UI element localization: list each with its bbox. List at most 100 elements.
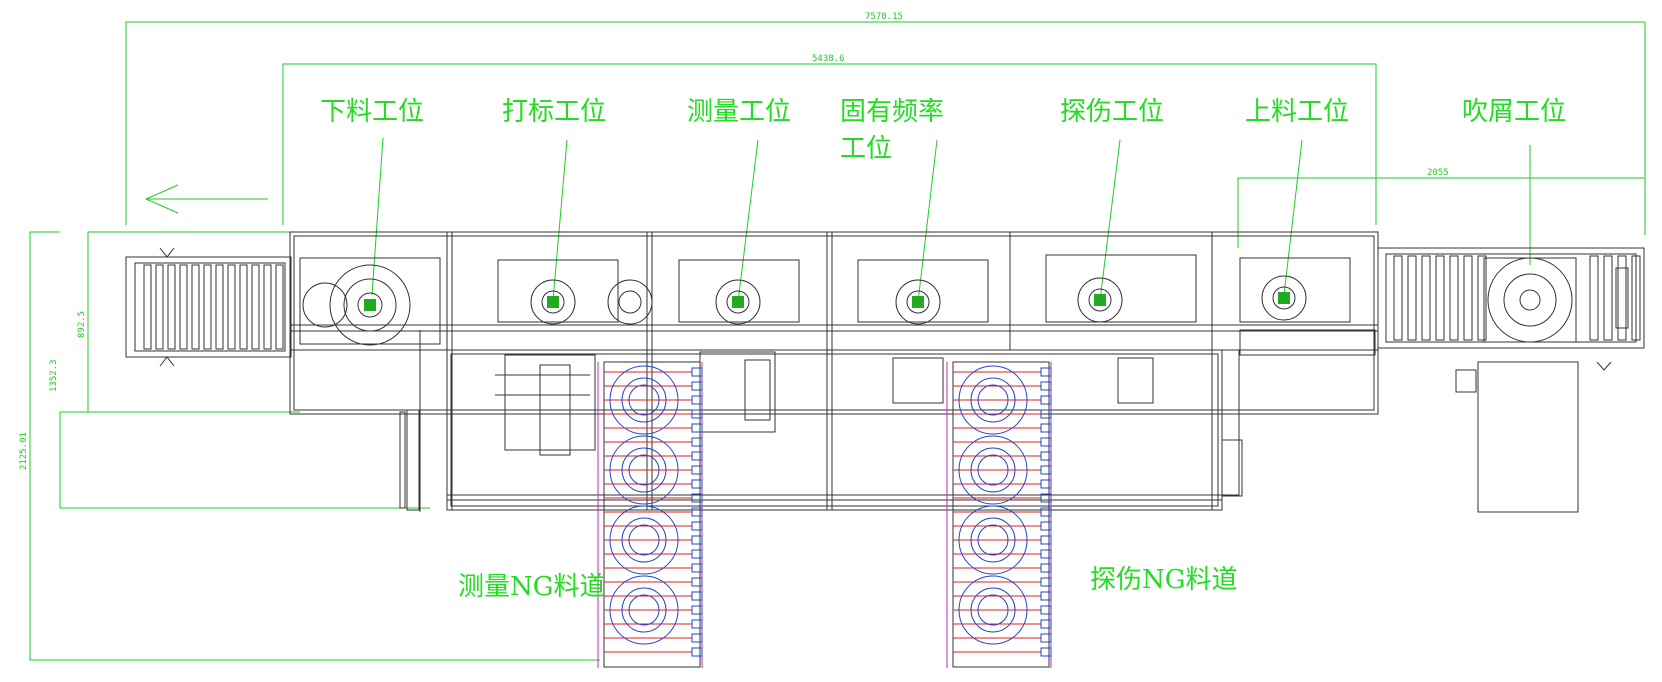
main-frame [289, 231, 1379, 512]
conveyor-roller [263, 264, 272, 350]
bearing-ring [621, 447, 667, 493]
load-station-label: 上料工位 [1245, 97, 1350, 127]
ng-lane-roller-end [1040, 535, 1052, 545]
ng-lane-roller-end [691, 395, 703, 405]
bearing-ring [628, 524, 660, 556]
blow-section-dimension: 2055 [1427, 168, 1449, 178]
ng-lane-roller-end [1040, 605, 1052, 615]
ng-lane-roller-end [691, 619, 703, 629]
ng-lane-roller-end [1040, 451, 1052, 461]
bearing-ring [958, 435, 1028, 505]
bearing-ring [977, 524, 1009, 556]
bearing-ring [977, 384, 1009, 416]
ng-lane-roller-end [691, 493, 703, 503]
station-head-cores [364, 292, 1290, 311]
ng-lane-roller-end [1040, 591, 1052, 601]
ng-lane-frame [952, 361, 1050, 668]
ng-lane-roller-end [1040, 647, 1052, 657]
ng-lane-roller-end [691, 465, 703, 475]
ng-lane-roller-end [691, 479, 703, 489]
conveyor-roller [1589, 255, 1599, 341]
height-dimension-3: 2125.01 [19, 432, 29, 470]
ng-lane-roller-end [1040, 423, 1052, 433]
ng-lane-roller-end [691, 633, 703, 643]
conveyor-roller [155, 264, 164, 350]
conveyor-roller [1463, 255, 1473, 341]
ng-lanes [597, 361, 1052, 668]
ng-lane-roller-end [1040, 479, 1052, 489]
unload-station-label: 下料工位 [320, 97, 425, 127]
station-heads [302, 264, 1307, 346]
bearing-ring [609, 575, 679, 645]
conveyor-roller [1631, 255, 1641, 341]
overall-length-dimension: 7570.15 [865, 12, 903, 22]
ng-lane-roller-end [1040, 465, 1052, 475]
machine-length-dimension: 5438.6 [812, 54, 845, 64]
ng-lane-roller-end [691, 381, 703, 391]
conveyor-roller [215, 264, 224, 350]
conveyor-roller [1421, 255, 1431, 341]
conveyor-roller [1477, 255, 1487, 341]
flaw-ng-lane-label: 探伤NG料道 [1090, 565, 1238, 595]
conveyor-roller [1617, 255, 1627, 341]
measure-ng-lane-label: 测量NG料道 [458, 572, 606, 602]
ng-lane-roller-end [691, 507, 703, 517]
ng-lane-roller-end [691, 451, 703, 461]
ng-lane-roller-end [691, 647, 703, 657]
ng-lane-roller-end [691, 437, 703, 447]
flaw-detection-station-label: 探伤工位 [1060, 97, 1165, 127]
bearing-ring [970, 447, 1016, 493]
natural-frequency-station-label-line1: 固有频率 [840, 97, 945, 127]
ng-lane-roller-end [691, 577, 703, 587]
ng-lane-roller-end [1040, 577, 1052, 587]
ng-lane-roller-end [691, 367, 703, 377]
conveyor-roller [167, 264, 176, 350]
conveyor-roller [191, 264, 200, 350]
ng-lane-roller-end [691, 535, 703, 545]
left-conveyor [125, 247, 292, 367]
bearing-ring [628, 594, 660, 626]
bearing-ring [958, 575, 1028, 645]
bearing-ring [609, 435, 679, 505]
conveyor-roller [251, 264, 260, 350]
bearing-ring [970, 517, 1016, 563]
measure-station-label: 测量工位 [687, 97, 792, 127]
conveyor-roller [1449, 255, 1459, 341]
bearing-ring [958, 505, 1028, 575]
conveyor-roller [227, 264, 236, 350]
ng-lane-frame [603, 361, 701, 668]
conveyor-roller [1435, 255, 1445, 341]
ng-lane-roller-end [1040, 493, 1052, 503]
conveyor-roller [239, 264, 248, 350]
conveyor-roller [179, 264, 188, 350]
ng-lane-roller-end [691, 423, 703, 433]
bearing-ring [628, 454, 660, 486]
bearing-ring [970, 377, 1016, 423]
ng-lane-roller-end [691, 605, 703, 615]
bearing-ring [977, 454, 1009, 486]
bearing-ring [977, 594, 1009, 626]
bearing-ring [958, 365, 1028, 435]
ng-lane-roller-end [691, 409, 703, 419]
ng-lane-roller-end [1040, 521, 1052, 531]
marking-station-label: 打标工位 [502, 97, 607, 127]
right-conveyor [1377, 247, 1645, 513]
ng-lane-roller-end [691, 563, 703, 573]
conveyor-roller [1393, 255, 1403, 341]
natural-frequency-station-label-line2: 工位 [840, 134, 893, 164]
ng-lane-roller-end [691, 549, 703, 559]
mechanisms [495, 351, 1154, 456]
ng-lane-roller-end [1040, 409, 1052, 419]
ng-lane-roller-end [1040, 507, 1052, 517]
bearing-ring [609, 505, 679, 575]
ng-lane-roller-end [1040, 381, 1052, 391]
bearing-ring [621, 517, 667, 563]
bearing-ring [621, 587, 667, 633]
bearing-ring [970, 587, 1016, 633]
bearing-ring [628, 384, 660, 416]
conveyor-roller [275, 264, 284, 350]
ng-lane-roller-end [691, 521, 703, 531]
ng-lane-roller-end [691, 591, 703, 601]
height-dimension-2: 1352.3 [49, 359, 59, 392]
